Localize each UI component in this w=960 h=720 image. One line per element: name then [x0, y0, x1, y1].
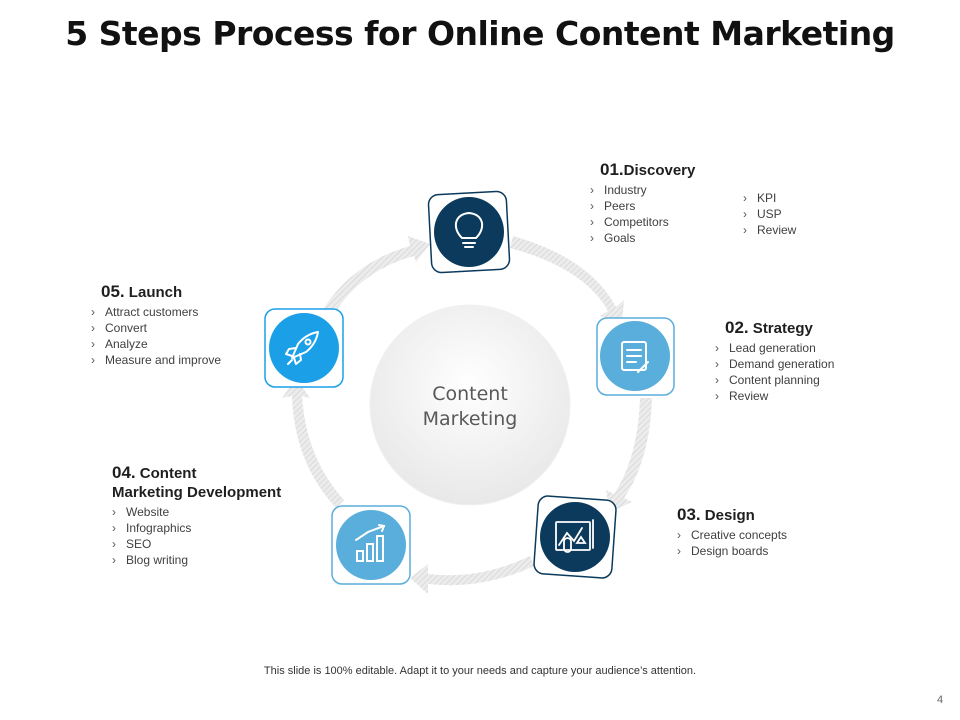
step-4-icon-group	[331, 505, 411, 585]
center-circle	[369, 304, 571, 506]
step-4-list: Website Infographics SEO Blog writing	[112, 504, 281, 568]
center-label-line1: Content	[432, 383, 508, 405]
step-1-extra-text: KPI USP Review	[743, 188, 796, 238]
list-item: Attract customers	[91, 304, 221, 320]
center-label: Content Marketing	[380, 382, 560, 432]
step-3-icon-group	[533, 495, 617, 579]
step-5-title: 05. Launch	[101, 282, 183, 301]
step-2-title: 02. Strategy	[725, 318, 813, 337]
step-1-text: 01.Discovery Industry Peers Competitors …	[590, 160, 695, 246]
list-item: Design boards	[677, 543, 787, 559]
lightbulb-icon	[454, 211, 484, 248]
document-pen-icon	[621, 341, 649, 373]
step-4-title: 04. Content	[112, 463, 197, 482]
list-item: Creative concepts	[677, 527, 787, 543]
list-item: Analyze	[91, 336, 221, 352]
cycle-arrows	[282, 236, 652, 594]
list-item: Competitors	[590, 214, 695, 230]
step-1-extra-list: KPI USP Review	[743, 190, 796, 238]
step-4-title-line2: Marketing Development	[112, 484, 282, 501]
arrow-5-to-1	[324, 236, 430, 314]
footer-note: This slide is 100% editable. Adapt it to…	[263, 665, 697, 677]
list-item: Infographics	[112, 520, 281, 536]
arrow-4-to-5	[282, 378, 344, 508]
list-item: Convert	[91, 320, 221, 336]
slide-title: 5 Steps Process for Online Content Marke…	[65, 14, 895, 53]
arrow-3-to-4	[410, 556, 534, 594]
page-number: 4	[937, 694, 944, 706]
design-board-icon	[555, 519, 594, 553]
step-5-text: 05. Launch Attract customers Convert Ana…	[91, 282, 221, 368]
rocket-icon	[285, 331, 319, 365]
list-item: SEO	[112, 536, 281, 552]
list-item: Measure and improve	[91, 352, 221, 368]
step-3-list: Creative concepts Design boards	[677, 527, 787, 559]
step-1-list: Industry Peers Competitors Goals	[590, 182, 695, 246]
center-label-line2: Marketing	[422, 408, 518, 430]
step-3-text: 03. Design Creative concepts Design boar…	[677, 505, 787, 559]
step-2-list: Lead generation Demand generation Conten…	[715, 340, 834, 404]
growth-chart-icon	[355, 524, 386, 562]
step-2-text: 02. Strategy Lead generation Demand gene…	[715, 318, 834, 404]
list-item: Industry	[590, 182, 695, 198]
list-item: KPI	[743, 190, 796, 206]
step-5-icon-group	[264, 308, 344, 388]
step-1-title: 01.Discovery	[600, 160, 696, 179]
list-item: Goals	[590, 230, 695, 246]
list-item: Peers	[590, 198, 695, 214]
list-item: Review	[743, 222, 796, 238]
list-item: USP	[743, 206, 796, 222]
step-3-title: 03. Design	[677, 505, 755, 524]
arrow-2-to-3	[606, 398, 652, 512]
list-item: Lead generation	[715, 340, 834, 356]
list-item: Website	[112, 504, 281, 520]
step-5-list: Attract customers Convert Analyze Measur…	[91, 304, 221, 368]
list-item: Blog writing	[112, 552, 281, 568]
list-item: Content planning	[715, 372, 834, 388]
list-item: Demand generation	[715, 356, 834, 372]
step-1-icon-group	[427, 190, 511, 274]
step-2-icon-group	[596, 317, 675, 396]
arrow-1-to-2	[510, 236, 624, 324]
list-item: Review	[715, 388, 834, 404]
step-4-text: 04. Content Marketing Development Websit…	[112, 463, 281, 568]
